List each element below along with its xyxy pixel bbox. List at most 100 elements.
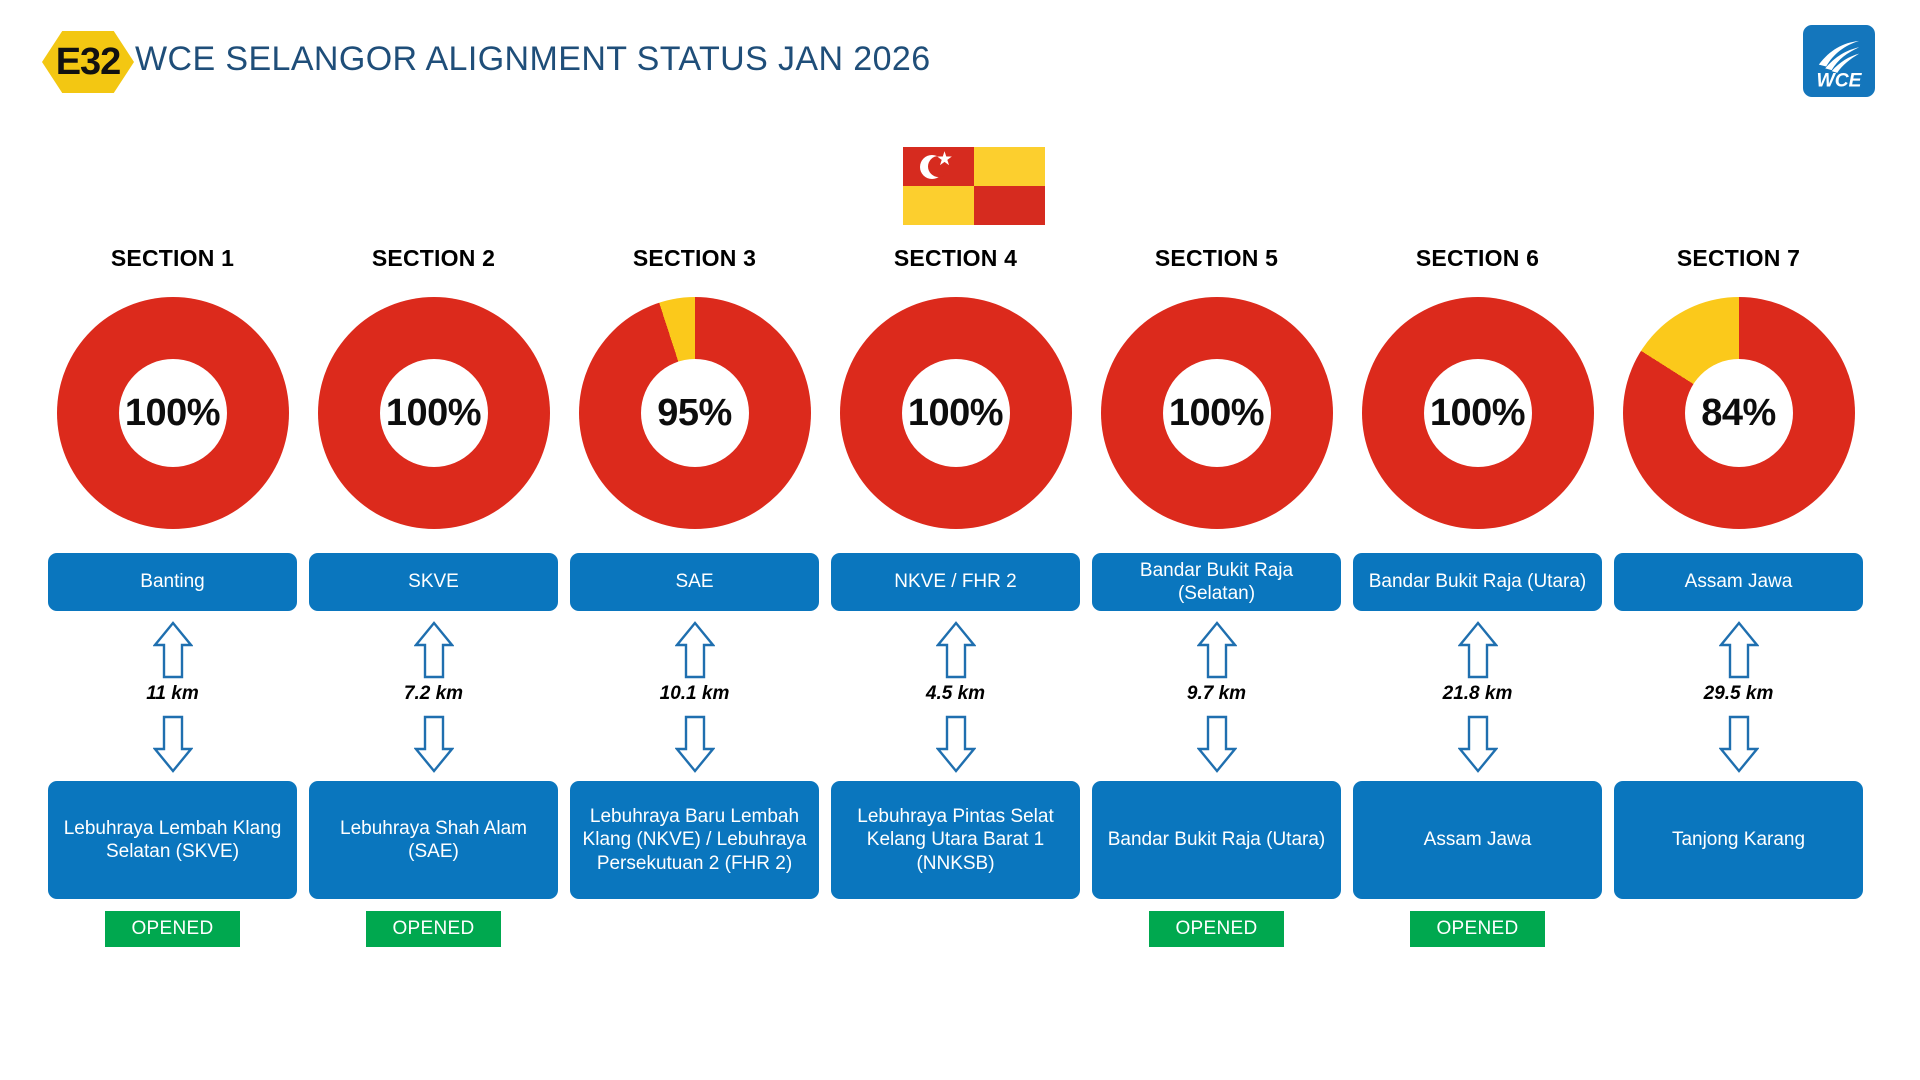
donut-ring: 100% [317, 297, 550, 529]
end-node-box[interactable]: Lebuhraya Lembah Klang Selatan (SKVE) [48, 781, 297, 899]
status-badge: OPENED [1149, 911, 1284, 947]
arrow-up-icon [1718, 621, 1759, 679]
donut-hole: 84% [1684, 359, 1793, 467]
header: E32 WCE SELANGOR ALIGNMENT STATUS JAN 20… [0, 0, 1920, 115]
end-node-box[interactable]: Lebuhraya Shah Alam (SAE) [309, 781, 558, 899]
donut-ring: 100% [1361, 297, 1594, 529]
donut-chart: 100% [1353, 287, 1602, 539]
start-node-box[interactable]: Bandar Bukit Raja (Selatan) [1092, 553, 1341, 611]
donut-percent-label: 84% [1701, 391, 1776, 434]
arrow-up-icon [1457, 621, 1498, 679]
start-node-box[interactable]: Banting [48, 553, 297, 611]
section-title: SECTION 6 [1415, 245, 1540, 271]
section-title: SECTION 3 [632, 245, 757, 271]
donut-chart: 100% [1092, 287, 1341, 539]
section-length-label: 9.7 km [1186, 683, 1247, 704]
status-area [570, 899, 819, 953]
end-node-box[interactable]: Bandar Bukit Raja (Utara) [1092, 781, 1341, 899]
donut-percent-label: 95% [657, 391, 732, 434]
donut-percent-label: 100% [907, 391, 1004, 434]
section-length-label: 7.2 km [403, 683, 464, 704]
donut-chart: 100% [831, 287, 1080, 539]
start-node-box[interactable]: Assam Jawa [1614, 553, 1863, 611]
connector-area: 21.8 km [1353, 611, 1602, 781]
end-node-box[interactable]: Lebuhraya Pintas Selat Kelang Utara Bara… [831, 781, 1080, 899]
start-node-box[interactable]: NKVE / FHR 2 [831, 553, 1080, 611]
arrow-up-icon [935, 621, 976, 679]
section-title: SECTION 1 [110, 245, 235, 271]
section-column: SECTION 4 100% NKVE / FHR 2 4.5 km Lebuhraya… [831, 245, 1080, 953]
section-column: SECTION 2 100% SKVE 7.2 km Lebuhraya Shah Al… [309, 245, 558, 953]
page-title: WCE SELANGOR ALIGNMENT STATUS JAN 2026 [135, 40, 931, 78]
section-length-label: 10.1 km [659, 683, 730, 704]
section-title: SECTION 7 [1676, 245, 1801, 271]
arrow-up-icon [674, 621, 715, 679]
donut-percent-label: 100% [1168, 391, 1265, 434]
donut-percent-label: 100% [385, 391, 482, 434]
donut-hole: 100% [901, 359, 1010, 467]
status-area [831, 899, 1080, 953]
status-area: OPENED [48, 899, 297, 953]
status-badge: OPENED [366, 911, 501, 947]
start-node-box[interactable]: SKVE [309, 553, 558, 611]
arrow-up-icon [152, 621, 193, 679]
donut-chart: 100% [48, 287, 297, 539]
arrow-down-icon [152, 715, 193, 773]
status-area: OPENED [1092, 899, 1341, 953]
end-node-box[interactable]: Assam Jawa [1353, 781, 1602, 899]
section-title: SECTION 5 [1154, 245, 1279, 271]
section-column: SECTION 3 95% SAE 10.1 km Lebuhraya Baru Lem… [570, 245, 819, 953]
donut-hole: 100% [118, 359, 227, 467]
arrow-down-icon [1196, 715, 1237, 773]
section-length-label: 4.5 km [925, 683, 986, 704]
connector-area: 11 km [48, 611, 297, 781]
section-column: SECTION 5 100% Bandar Bukit Raja (Selatan)… [1092, 245, 1341, 953]
selangor-flag-icon [903, 147, 1045, 225]
donut-ring: 100% [839, 297, 1072, 529]
donut-percent-label: 100% [124, 391, 221, 434]
connector-area: 4.5 km [831, 611, 1080, 781]
connector-area: 10.1 km [570, 611, 819, 781]
route-shield-label: E32 [55, 41, 122, 83]
flag-quadrant-bottom-right [974, 186, 1045, 225]
sections-grid: SECTION 1 100% Banting 11 km Lebuhraya Lemba… [0, 245, 1920, 953]
donut-chart: 100% [309, 287, 558, 539]
section-length-label: 21.8 km [1442, 683, 1513, 704]
section-title: SECTION 4 [893, 245, 1018, 271]
arrow-down-icon [935, 715, 976, 773]
donut-ring: 100% [1100, 297, 1333, 529]
status-badge: OPENED [1410, 911, 1545, 947]
section-length-label: 29.5 km [1703, 683, 1774, 704]
arrow-down-icon [1718, 715, 1759, 773]
section-title: SECTION 2 [371, 245, 496, 271]
arrow-down-icon [413, 715, 454, 773]
arrow-up-icon [1196, 621, 1237, 679]
connector-area: 7.2 km [309, 611, 558, 781]
donut-chart: 95% [570, 287, 819, 539]
start-node-box[interactable]: Bandar Bukit Raja (Utara) [1353, 553, 1602, 611]
end-node-box[interactable]: Lebuhraya Baru Lembah Klang (NKVE) / Leb… [570, 781, 819, 899]
flag-quadrant-top-right [974, 147, 1045, 186]
donut-hole: 100% [379, 359, 488, 467]
donut-ring: 84% [1622, 297, 1855, 529]
arrow-down-icon [674, 715, 715, 773]
wce-logo-icon: WCE [1803, 25, 1875, 97]
connector-area: 29.5 km [1614, 611, 1863, 781]
donut-ring: 100% [56, 297, 289, 529]
donut-hole: 100% [1423, 359, 1532, 467]
start-node-box[interactable]: SAE [570, 553, 819, 611]
section-length-label: 11 km [146, 683, 199, 704]
flag-quadrant-bottom-left [903, 186, 974, 225]
svg-text:WCE: WCE [1817, 71, 1863, 92]
flag-quadrant-top-left [903, 147, 974, 186]
donut-percent-label: 100% [1429, 391, 1526, 434]
donut-hole: 100% [1162, 359, 1271, 467]
status-area: OPENED [1353, 899, 1602, 953]
end-node-box[interactable]: Tanjong Karang [1614, 781, 1863, 899]
section-column: SECTION 7 84% Assam Jawa 29.5 km Tanjong Kar… [1614, 245, 1863, 953]
route-shield-e32-icon: E32 [42, 31, 134, 93]
section-column: SECTION 1 100% Banting 11 km Lebuhraya Lemba… [48, 245, 297, 953]
section-column: SECTION 6 100% Bandar Bukit Raja (Utara) 21… [1353, 245, 1602, 953]
status-area: OPENED [309, 899, 558, 953]
